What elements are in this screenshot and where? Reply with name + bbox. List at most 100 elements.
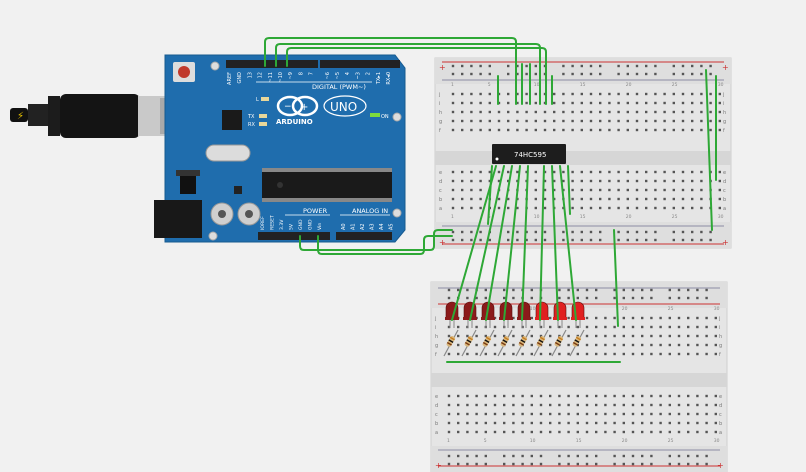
row-letter: j — [722, 92, 724, 98]
column-number: 20 — [626, 82, 632, 88]
digital-pin-label: TX▸1 — [376, 72, 382, 85]
l-led-label: L — [256, 97, 259, 103]
wire-5v[interactable] — [299, 229, 453, 251]
power-pin-label: Vin — [317, 223, 323, 230]
column-number: 1 — [447, 438, 450, 444]
wire-pin13[interactable] — [264, 37, 517, 105]
led[interactable] — [517, 301, 531, 319]
rail-plus-label: + — [435, 461, 442, 470]
column-number: 30 — [718, 214, 724, 220]
column-number: 15 — [580, 82, 586, 88]
row-letter: d — [723, 179, 726, 185]
rail-plus-label: + — [439, 238, 446, 247]
row-letter: a — [439, 206, 442, 212]
resistor[interactable] — [533, 329, 549, 357]
resistor[interactable] — [443, 329, 459, 357]
column-number: 15 — [576, 438, 582, 444]
led[interactable] — [553, 301, 567, 319]
row-letter: g — [439, 119, 442, 125]
digital-pin-label: ~11 — [268, 72, 274, 83]
resistor[interactable] — [569, 329, 585, 357]
wire-gnd[interactable] — [317, 235, 453, 255]
svg-text:+: + — [300, 102, 308, 113]
row-letter: h — [719, 334, 722, 340]
column-number: 20 — [622, 306, 628, 312]
shift-register-chip[interactable]: 74HC595 — [492, 144, 566, 164]
column-number: 1 — [451, 214, 454, 220]
column-number: 25 — [672, 82, 678, 88]
wires[interactable] — [264, 37, 717, 363]
digital-pwm-label: DIGITAL (PWM~) — [312, 83, 366, 91]
power-pin-label: 3.3V — [279, 219, 285, 230]
digital-pin-label: ~5 — [335, 72, 341, 79]
row-letter: f — [435, 352, 437, 358]
column-number: 10 — [530, 438, 536, 444]
row-letter: g — [723, 119, 726, 125]
tx-led-label: TX — [247, 114, 255, 120]
row-letter: b — [723, 197, 726, 203]
resistor[interactable] — [515, 329, 531, 357]
column-number: 30 — [714, 438, 720, 444]
digital-pin-label: 13 — [247, 72, 253, 78]
row-letter: d — [719, 403, 722, 409]
digital-pin-label: 7 — [309, 72, 315, 75]
row-letter: e — [723, 170, 726, 176]
column-number: 10 — [530, 306, 536, 312]
digital-pin-label: ~3 — [355, 72, 361, 79]
column-number: 5 — [488, 82, 491, 88]
resistor[interactable] — [479, 329, 495, 357]
rx-led-label: RX — [248, 122, 255, 128]
row-letter: f — [439, 128, 441, 134]
usb-cable[interactable]: ⚡ — [10, 94, 168, 138]
arduino-model: UNO — [330, 100, 357, 114]
svg-text:⚡: ⚡ — [17, 111, 24, 122]
wire-pin12[interactable] — [275, 43, 541, 105]
row-letter: i — [723, 101, 724, 107]
led[interactable] — [535, 301, 549, 319]
analog-pin-label: A4 — [379, 223, 385, 230]
arduino-brand: ARDUINO — [276, 118, 313, 126]
row-letter: h — [439, 110, 442, 116]
row-letter: d — [435, 403, 438, 409]
digital-pin-label: GND — [237, 72, 243, 84]
rail-plus-label: + — [722, 238, 729, 247]
power-jack[interactable] — [154, 200, 202, 238]
column-number: 20 — [622, 438, 628, 444]
power-pin-label: GND — [308, 219, 314, 230]
rail-plus-label: + — [439, 63, 446, 72]
rail-plus-label: + — [722, 63, 729, 72]
column-number: 1 — [451, 82, 454, 88]
power-pin-label: RESET — [270, 215, 276, 230]
row-letter: e — [439, 170, 442, 176]
power-pin-label: IOREF — [260, 216, 266, 230]
analog-in-label: ANALOG IN — [352, 207, 388, 215]
row-letter: a — [719, 430, 722, 436]
arduino-logo-icon: − + — [276, 95, 319, 117]
column-number: 25 — [668, 306, 674, 312]
digital-pin-label: 2 — [366, 72, 372, 75]
column-number: 25 — [672, 214, 678, 220]
row-letter: c — [719, 412, 722, 418]
digital-pin-label: 12 — [258, 72, 264, 78]
on-led-label: ON — [381, 114, 389, 120]
resistor[interactable] — [497, 329, 513, 357]
resistor-array[interactable] — [443, 329, 585, 357]
row-letter: a — [435, 430, 438, 436]
power-pin-label: GND — [298, 219, 304, 230]
resistor[interactable] — [551, 329, 567, 357]
row-letter: i — [719, 325, 720, 331]
digital-pin-label: ~6 — [325, 72, 331, 79]
resistor[interactable] — [461, 329, 477, 357]
digital-pin-label: ~10 — [278, 72, 284, 83]
analog-pin-label: A2 — [360, 223, 366, 230]
wire-pin11[interactable] — [286, 47, 547, 105]
power-label: POWER — [303, 207, 328, 215]
column-number: 10 — [534, 214, 540, 220]
row-letter: b — [435, 421, 438, 427]
row-letter: e — [435, 394, 438, 400]
row-letter: b — [719, 421, 722, 427]
breadboard-upper[interactable]: + + + + jejeididhchcgbgbfafa115510101515… — [434, 57, 732, 249]
row-letter: g — [719, 343, 722, 349]
